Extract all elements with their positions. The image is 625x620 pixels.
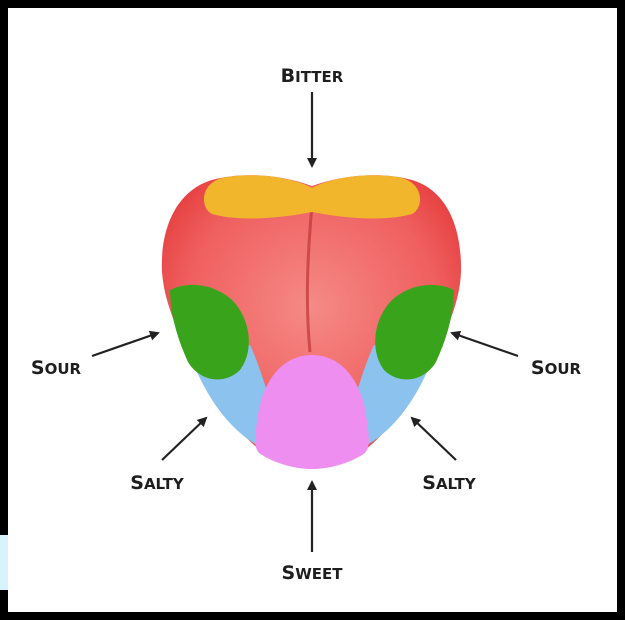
label-sour-right: SOUR: [531, 357, 582, 379]
label-salty-left: SALTY: [130, 472, 185, 494]
bitter-region: [204, 175, 420, 218]
label-bitter: BITTER: [281, 65, 344, 87]
label-sweet: SWEET: [282, 562, 344, 584]
sour-left-arrow: [92, 333, 158, 356]
sour-right-arrow: [452, 333, 518, 356]
salty-right-arrow: [412, 418, 456, 460]
label-sour-left: SOUR: [31, 357, 82, 379]
label-salty-right: SALTY: [422, 472, 477, 494]
salty-left-arrow: [162, 418, 206, 460]
